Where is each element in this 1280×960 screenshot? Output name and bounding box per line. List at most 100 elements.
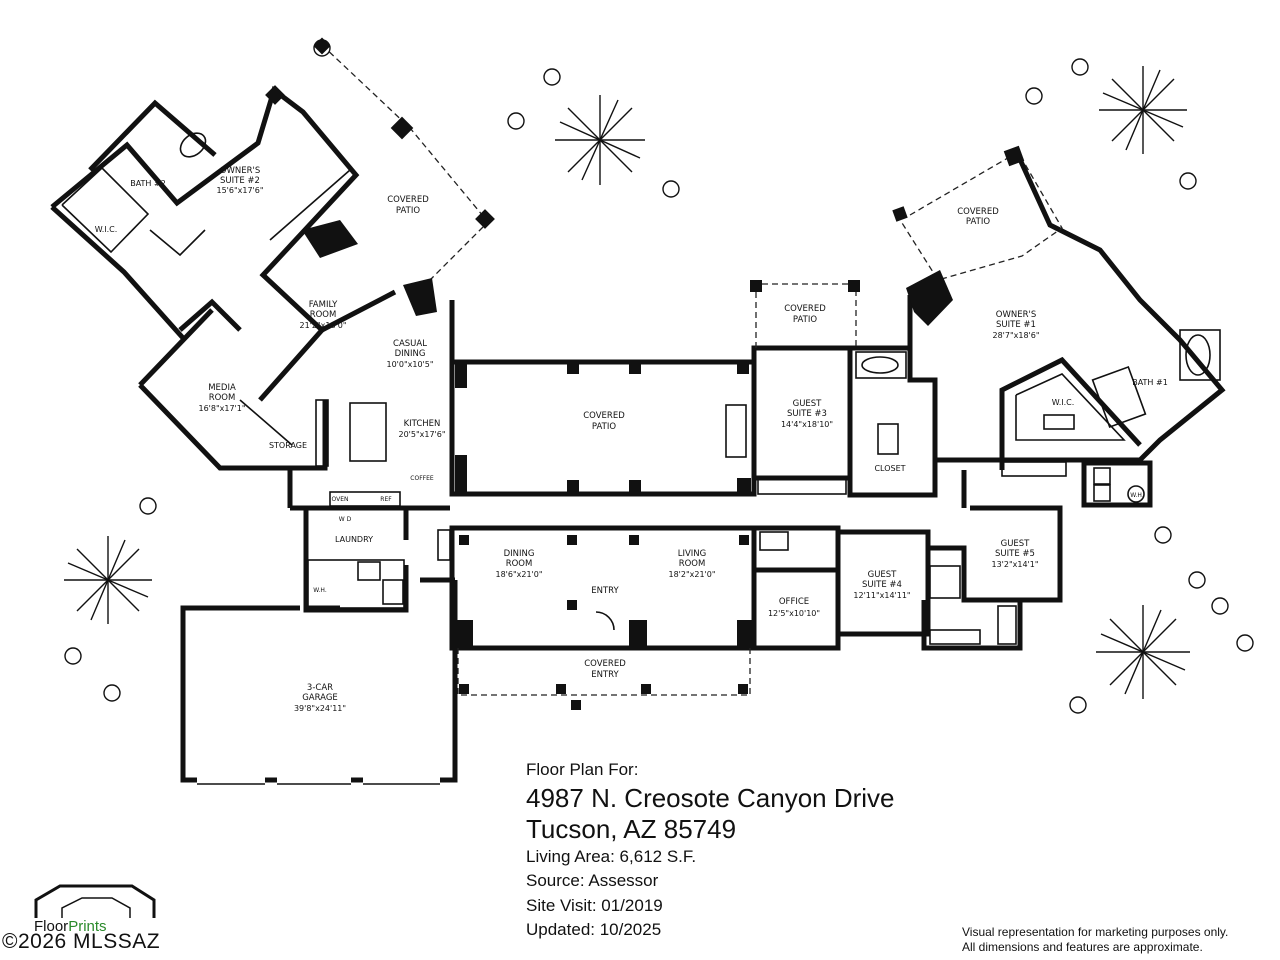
oven-label: OVEN <box>331 496 348 503</box>
patio-columns-nw <box>265 37 495 316</box>
casual-dining-size: 10'0"x10'5" <box>386 360 433 369</box>
source: Source: Assessor <box>526 871 659 890</box>
owners-suite-2-name2: SUITE #2 <box>220 176 260 186</box>
kitchen-size: 20'5"x17'6" <box>398 430 445 439</box>
wic-left-label: W.I.C. <box>95 225 118 234</box>
media-room-name: MEDIA <box>208 383 236 393</box>
living-room-name: LIVING <box>678 549 707 559</box>
garage-name: 3-CAR <box>307 683 333 693</box>
family-room-size: 21'2"x18'0" <box>299 321 346 330</box>
guest-suite-3-size: 14'4"x18'10" <box>781 420 833 429</box>
house-logo-icon <box>34 884 156 918</box>
casual-dining-name2: DINING <box>395 349 426 359</box>
tree-icon <box>555 95 645 185</box>
covered-patio-guest3-label2: PATIO <box>793 315 817 325</box>
covered-patio-nw-label2: PATIO <box>396 206 420 216</box>
laundry-label: LAUNDRY <box>335 535 373 544</box>
central-block-walls <box>287 300 757 651</box>
entry-label: ENTRY <box>591 586 619 596</box>
guest-suite-4-size: 12'11"x14'11" <box>853 591 910 600</box>
info-heading: Floor Plan For: <box>526 760 639 779</box>
shrub-icon <box>1025 58 1197 190</box>
bath-2-label: BATH #2 <box>130 179 166 188</box>
owners-suite-2-name: OWNER'S <box>220 166 260 176</box>
logo-brand-part2: Prints <box>68 918 107 935</box>
covered-patio-ne-label2: PATIO <box>966 217 990 227</box>
owners-suite-1-size: 28'7"x18'6" <box>992 331 1039 340</box>
owners-suite-2-size: 15'6"x17'6" <box>216 186 263 195</box>
west-wing-walls <box>50 85 397 471</box>
dining-room-name2: ROOM <box>506 559 533 569</box>
covered-patio-ne-outline <box>896 151 1063 281</box>
garage-name2: GARAGE <box>302 693 338 703</box>
covered-patio-nw-label: COVERED <box>387 195 429 205</box>
closet-label: CLOSET <box>874 464 905 473</box>
guest-suite-3-name: GUEST <box>793 399 823 409</box>
shrub-icon <box>64 497 157 702</box>
floor-plan-info: Floor Plan For: 4987 N. Creosote Canyon … <box>526 758 956 943</box>
covered-patio-ne-label: COVERED <box>957 207 999 217</box>
covered-patio-center-label: COVERED <box>583 411 625 421</box>
family-room-name2: ROOM <box>310 310 337 320</box>
site-visit: Site Visit: 01/2019 <box>526 895 663 915</box>
kitchen-name: KITCHEN <box>404 419 441 429</box>
office-name: OFFICE <box>779 597 809 607</box>
copyright-watermark: ©2026 MLSSAZ <box>2 930 161 953</box>
shrub-icon <box>1069 526 1254 714</box>
ref-label: REF <box>380 496 392 503</box>
guest-suite-5-size: 13'2"x14'1" <box>991 560 1038 569</box>
casual-dining-name: CASUAL <box>393 339 427 349</box>
patio-columns-ne <box>892 145 1025 326</box>
shrub-icon <box>313 39 680 198</box>
office-size: 12'5"x10'10" <box>768 609 820 618</box>
media-room-size: 16'8"x17'1" <box>198 404 245 413</box>
guest-suite-4-name2: SUITE #4 <box>862 580 902 590</box>
media-room-name2: ROOM <box>209 393 236 403</box>
wd-label: W D <box>339 516 352 523</box>
bath-1-label: BATH #1 <box>1132 378 1168 387</box>
covered-entry-label: COVERED <box>584 659 626 669</box>
covered-entry-label2: ENTRY <box>591 670 619 680</box>
garage-size: 39'8"x24'11" <box>294 704 346 713</box>
storage-label: STORAGE <box>269 441 307 450</box>
owners-suite-1-name: OWNER'S <box>996 310 1036 320</box>
owners-suite-1-name2: SUITE #1 <box>996 320 1036 330</box>
disclaimer-line-1: Visual representation for marketing purp… <box>962 925 1229 939</box>
room-labels: OWNER'S SUITE #2 15'6"x17'6" BATH #2 W.I… <box>95 166 1168 713</box>
covered-patio-center-label2: PATIO <box>592 422 616 432</box>
dining-room-size: 18'6"x21'0" <box>495 570 542 579</box>
address-line-1: 4987 N. Creosote Canyon Drive <box>526 782 895 813</box>
entry-columns <box>459 684 748 710</box>
guest-suite-5-name: GUEST <box>1001 539 1031 549</box>
dining-room-name: DINING <box>504 549 535 559</box>
living-room-size: 18'2"x21'0" <box>668 570 715 579</box>
wic-right-label: W.I.C. <box>1052 398 1075 407</box>
living-area: Living Area: 6,612 S.F. <box>526 846 697 866</box>
disclaimer-line-2: All dimensions and features are approxim… <box>962 940 1203 954</box>
floorprints-logo: FloorPrints ©2026 MLSSAZ <box>2 884 188 960</box>
living-room-name2: ROOM <box>679 559 706 569</box>
guest-suite-4-name: GUEST <box>868 570 898 580</box>
wh-left-label: W.H. <box>313 587 327 594</box>
patio-columns-guest3 <box>750 280 860 292</box>
central-columns <box>455 360 755 648</box>
family-room-name: FAMILY <box>309 300 338 310</box>
guest-suite-5-name2: SUITE #5 <box>995 549 1035 559</box>
updated: Updated: 10/2025 <box>526 920 662 939</box>
wh-right-label: W.H. <box>1130 492 1144 499</box>
landscape-trees <box>64 39 1254 714</box>
tree-icon <box>1099 66 1187 154</box>
covered-patio-nw-outline <box>321 44 489 291</box>
tree-icon <box>1096 605 1190 699</box>
coffee-label: COFFEE <box>410 475 434 482</box>
covered-patio-guest3-outline <box>755 283 857 348</box>
owners-suite-1-walls <box>907 153 1226 508</box>
disclaimer: Visual representation for marketing purp… <box>962 925 1272 955</box>
guest-suite-3-name2: SUITE #3 <box>787 409 827 419</box>
logo-brand: FloorPrints <box>34 918 107 935</box>
logo-brand-part1: Floor <box>34 918 69 935</box>
garage-walls <box>180 577 458 785</box>
east-bedroom-walls <box>751 470 1063 651</box>
covered-patio-guest3-label: COVERED <box>784 304 826 314</box>
